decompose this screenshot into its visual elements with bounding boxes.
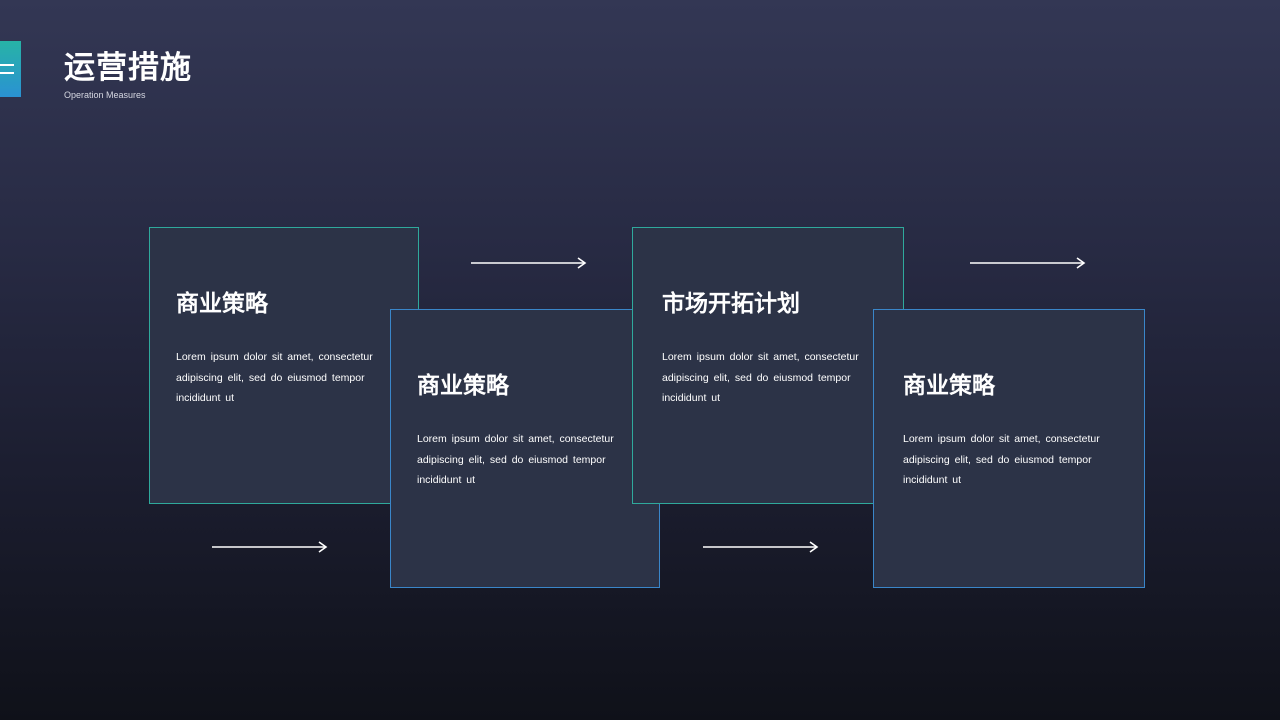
card-title: 市场开拓计划 — [662, 291, 800, 317]
step-card-4: 商业策略 Lorem ipsum dolor sit amet, consect… — [873, 309, 1145, 588]
card-body: Lorem ipsum dolor sit amet, consectetur … — [176, 351, 373, 404]
menu-icon-bar — [0, 64, 14, 66]
card-title: 商业策略 — [903, 373, 995, 399]
card-body: Lorem ipsum dolor sit amet, consectetur … — [662, 351, 859, 404]
menu-icon-bar — [0, 72, 14, 74]
page-subtitle: Operation Measures — [64, 90, 146, 100]
step-card-1: 商业策略 Lorem ipsum dolor sit amet, consect… — [149, 227, 419, 504]
card-body: Lorem ipsum dolor sit amet, consectetur … — [417, 433, 614, 486]
arrow-right-icon — [212, 541, 328, 553]
arrow-right-icon — [703, 541, 819, 553]
card-title: 商业策略 — [176, 291, 268, 317]
arrow-right-icon — [471, 257, 587, 269]
step-card-3: 市场开拓计划 Lorem ipsum dolor sit amet, conse… — [632, 227, 904, 504]
step-card-2: 商业策略 Lorem ipsum dolor sit amet, consect… — [390, 309, 660, 588]
card-body: Lorem ipsum dolor sit amet, consectetur … — [903, 433, 1100, 486]
arrow-right-icon — [970, 257, 1086, 269]
card-title: 商业策略 — [417, 373, 509, 399]
menu-icon[interactable] — [0, 41, 21, 97]
page-title: 运营措施 — [64, 50, 192, 86]
